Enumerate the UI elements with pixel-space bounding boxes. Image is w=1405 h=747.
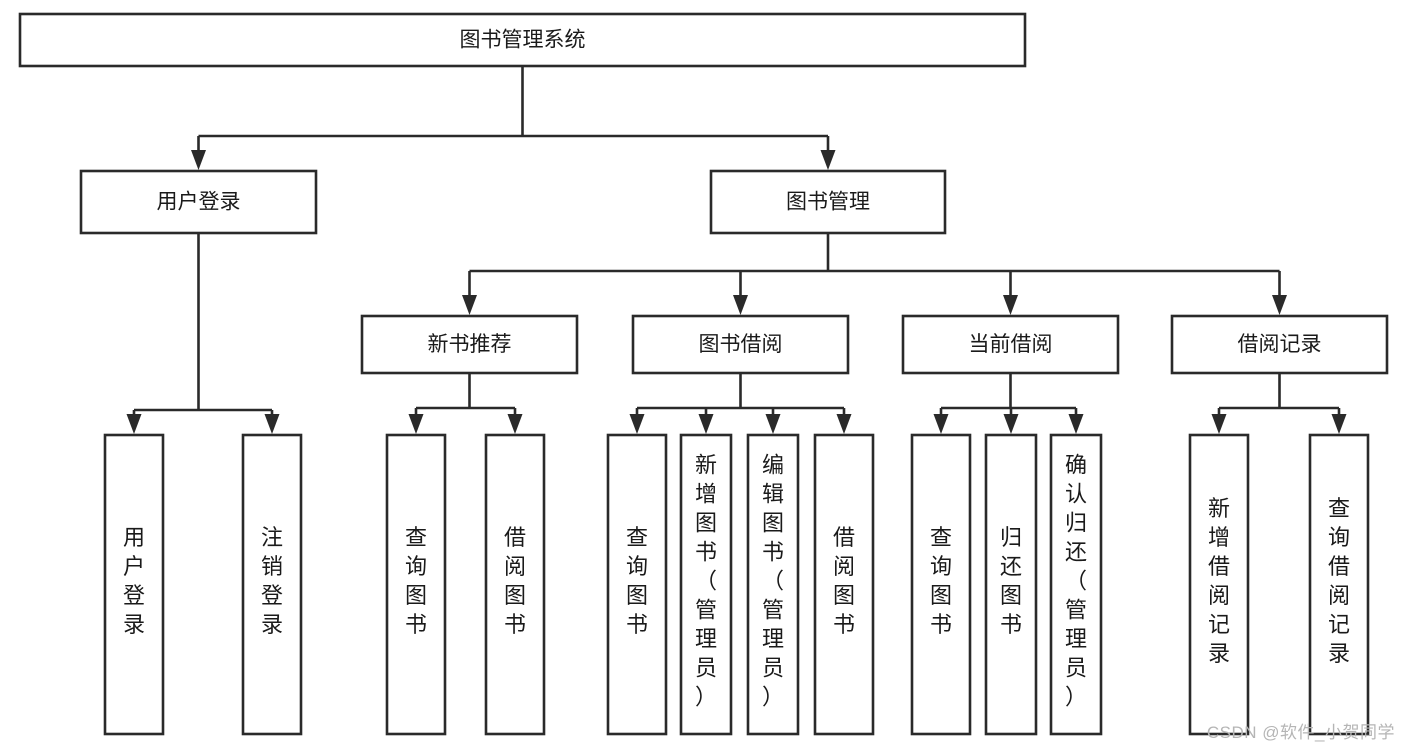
node-label-leaf-return-book: 归还图书 [1000, 525, 1022, 637]
node-leaf-query-book-2[interactable]: 查询图书 [606, 433, 668, 736]
node-leaf-user-logout[interactable]: 注销登录 [241, 433, 303, 736]
connector-root [191, 66, 836, 170]
node-label-book-borrow: 图书借阅 [699, 333, 783, 356]
node-leaf-query-borrow-record[interactable]: 查询借阅记录 [1308, 433, 1370, 736]
node-label-leaf-user-login: 用户登录 [123, 525, 145, 637]
watermark-text: CSDN @软件_小贺同学 [1206, 723, 1395, 742]
node-box-leaf-return-book [984, 433, 1038, 736]
node-label-leaf-query-book-3: 查询图书 [930, 525, 952, 637]
node-label-leaf-query-book-2: 查询图书 [626, 525, 648, 637]
node-label-current-borrow: 当前借阅 [969, 333, 1053, 356]
node-box-leaf-add-borrow-record [1188, 433, 1250, 736]
node-box-root [18, 12, 1027, 68]
node-label-user-login: 用户登录 [157, 191, 241, 214]
node-leaf-query-book-1[interactable]: 查询图书 [385, 433, 447, 736]
node-leaf-add-borrow-record[interactable]: 新增借阅记录 [1188, 433, 1250, 736]
node-label-leaf-user-logout: 注销登录 [261, 525, 283, 637]
node-leaf-return-book[interactable]: 归还图书 [984, 433, 1038, 736]
node-leaf-query-book-3[interactable]: 查询图书 [910, 433, 972, 736]
node-leaf-user-login[interactable]: 用户登录 [103, 433, 165, 736]
node-label-borrow-record: 借阅记录 [1238, 333, 1322, 356]
node-leaf-confirm-return-admin[interactable]: 确认归还（管理员） [1049, 433, 1103, 736]
node-book-borrow[interactable]: 图书借阅 [631, 314, 850, 375]
connector-current-borrow [933, 373, 1084, 434]
node-label-leaf-edit-book-admin: 编辑图书（管理员） [762, 453, 784, 710]
node-current-borrow[interactable]: 当前借阅 [901, 314, 1120, 375]
node-label-root: 图书管理系统 [460, 29, 586, 52]
node-label-leaf-borrow-book-1: 借阅图书 [504, 525, 526, 637]
node-box-borrow-record [1170, 314, 1389, 375]
connector-user-login [126, 233, 280, 434]
node-new-book-recommend[interactable]: 新书推荐 [360, 314, 579, 375]
node-label-leaf-add-borrow-record: 新增借阅记录 [1208, 496, 1230, 666]
node-label-leaf-add-book-admin: 新增图书（管理员） [695, 453, 717, 710]
node-box-leaf-user-logout [241, 433, 303, 736]
node-box-user-login [79, 169, 318, 235]
node-box-new-book-recommend [360, 314, 579, 375]
node-box-leaf-query-book-1 [385, 433, 447, 736]
node-box-leaf-borrow-book-2 [813, 433, 875, 736]
node-box-leaf-edit-book-admin [746, 433, 800, 736]
node-leaf-edit-book-admin[interactable]: 编辑图书（管理员） [746, 433, 800, 736]
node-leaf-borrow-book-2[interactable]: 借阅图书 [813, 433, 875, 736]
node-leaf-borrow-book-1[interactable]: 借阅图书 [484, 433, 546, 736]
node-box-leaf-user-login [103, 433, 165, 736]
node-label-leaf-query-book-1: 查询图书 [405, 525, 427, 637]
node-box-leaf-confirm-return-admin [1049, 433, 1103, 736]
node-box-leaf-borrow-book-1 [484, 433, 546, 736]
node-label-leaf-borrow-book-2: 借阅图书 [833, 525, 855, 637]
connector-book-borrow [629, 373, 852, 434]
node-box-current-borrow [901, 314, 1120, 375]
node-book-manage[interactable]: 图书管理 [709, 169, 947, 235]
node-box-leaf-query-borrow-record [1308, 433, 1370, 736]
connector-new-book-recommend [408, 373, 523, 434]
node-label-leaf-query-borrow-record: 查询借阅记录 [1328, 496, 1350, 666]
node-box-leaf-add-book-admin [679, 433, 733, 736]
node-user-login[interactable]: 用户登录 [79, 169, 318, 235]
node-label-new-book-recommend: 新书推荐 [428, 333, 512, 356]
node-box-book-manage [709, 169, 947, 235]
connector-book-manage [462, 233, 1287, 315]
connector-borrow-record [1211, 373, 1347, 434]
node-label-book-manage: 图书管理 [786, 191, 870, 214]
node-box-leaf-query-book-2 [606, 433, 668, 736]
node-box-book-borrow [631, 314, 850, 375]
node-root[interactable]: 图书管理系统 [18, 12, 1027, 68]
node-label-leaf-confirm-return-admin: 确认归还（管理员） [1065, 453, 1087, 710]
node-box-leaf-query-book-3 [910, 433, 972, 736]
node-leaf-add-book-admin[interactable]: 新增图书（管理员） [679, 433, 733, 736]
node-borrow-record[interactable]: 借阅记录 [1170, 314, 1389, 375]
